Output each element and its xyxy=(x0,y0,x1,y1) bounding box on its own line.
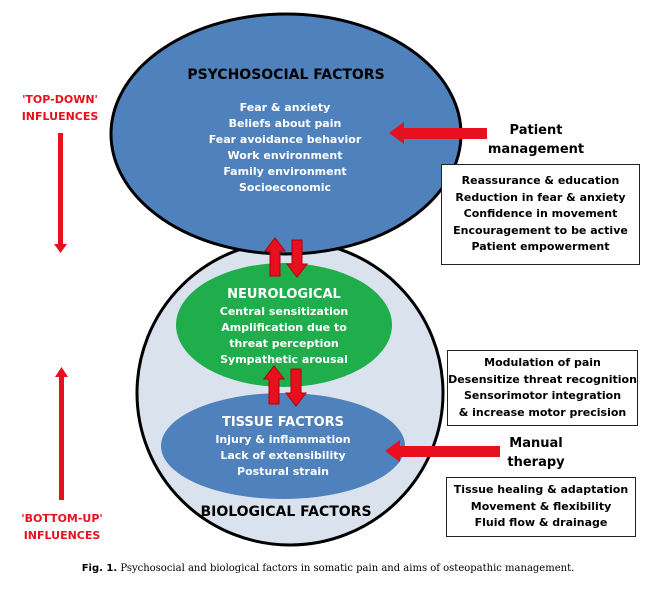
up-arrow-icon xyxy=(262,365,286,405)
patient-management-item: Reduction in fear & anxiety xyxy=(455,190,626,204)
patient-management-item: Reassurance & education xyxy=(461,174,620,188)
top-down-label: INFLUENCES xyxy=(22,110,99,123)
manual-therapy-label: Manual xyxy=(509,436,562,451)
neurological-ellipse xyxy=(176,263,392,387)
biological-title: BIOLOGICAL FACTORS xyxy=(200,504,371,520)
neurological-item: Central sensitization xyxy=(220,305,349,318)
psychosocial-title: PSYCHOSOCIAL FACTORS xyxy=(187,67,384,83)
patient-management-box: Reassurance & education Reduction in fea… xyxy=(441,164,640,265)
psychosocial-item: Fear & anxiety xyxy=(240,101,331,114)
down-arrow-icon xyxy=(285,239,309,278)
manual-therapy-item: Movement & flexibility xyxy=(470,499,612,513)
manual-therapy-item: Modulation of pain xyxy=(484,356,601,369)
tissue-title: TISSUE FACTORS xyxy=(222,415,344,430)
top-down-label: 'TOP-DOWN' xyxy=(22,93,98,106)
bottom-up-label: INFLUENCES xyxy=(24,529,101,542)
manual-therapy-item: Tissue healing & adaptation xyxy=(453,483,629,497)
figure-caption: Fig. 1. Psychosocial and biological fact… xyxy=(0,563,656,574)
patient-management-item: Patient empowerment xyxy=(471,240,610,254)
psychosocial-item: Work environment xyxy=(228,149,343,162)
down-arrow-icon xyxy=(54,133,67,253)
manual-therapy-item: Sensorimotor integration xyxy=(463,389,622,402)
patient-management-item: Encouragement to be active xyxy=(453,223,628,237)
psychosocial-item: Beliefs about pain xyxy=(229,117,342,130)
patient-management-label: Patient xyxy=(510,123,563,138)
psychosocial-item: Family environment xyxy=(223,165,346,178)
manual-therapy-item: & increase motor precision xyxy=(458,405,627,419)
neurological-title: NEUROLOGICAL xyxy=(227,287,341,302)
tissue-item: Lack of extensibility xyxy=(220,449,345,462)
manual-therapy-bottom-box: Tissue healing & adaptation Movement & f… xyxy=(446,477,636,537)
tissue-item: Postural strain xyxy=(237,465,329,478)
tissue-item: Injury & inflammation xyxy=(215,433,350,446)
manual-therapy-top-box: Modulation of pain Desensitize threat re… xyxy=(447,350,638,426)
psychosocial-item: Socioeconomic xyxy=(239,181,331,194)
bottom-up-label: 'BOTTOM-UP' xyxy=(21,512,103,525)
manual-therapy-item: Fluid flow & drainage xyxy=(474,516,608,530)
left-arrow-icon xyxy=(389,122,487,144)
left-arrow-icon xyxy=(385,440,500,462)
psychosocial-item: Fear avoidance behavior xyxy=(209,133,362,146)
factors-diagram: PSYCHOSOCIAL FACTORS Fear & anxiety Beli… xyxy=(21,12,584,547)
neurological-item: threat perception xyxy=(229,337,339,350)
down-arrow-icon xyxy=(284,368,308,407)
manual-therapy-item: Desensitize threat recognition xyxy=(448,372,637,386)
up-arrow-icon xyxy=(55,367,68,500)
tissue-factors-ellipse xyxy=(161,393,405,499)
patient-management-label: management xyxy=(488,142,584,157)
neurological-item: Amplification due to xyxy=(221,321,347,334)
figure-label: Fig. 1. xyxy=(81,563,118,574)
manual-therapy-label: therapy xyxy=(507,455,565,470)
up-arrow-icon xyxy=(263,237,287,277)
neurological-item: Sympathetic arousal xyxy=(220,353,348,366)
figure-caption-text: Psychosocial and biological factors in s… xyxy=(120,563,575,574)
patient-management-item: Confidence in movement xyxy=(463,207,618,221)
